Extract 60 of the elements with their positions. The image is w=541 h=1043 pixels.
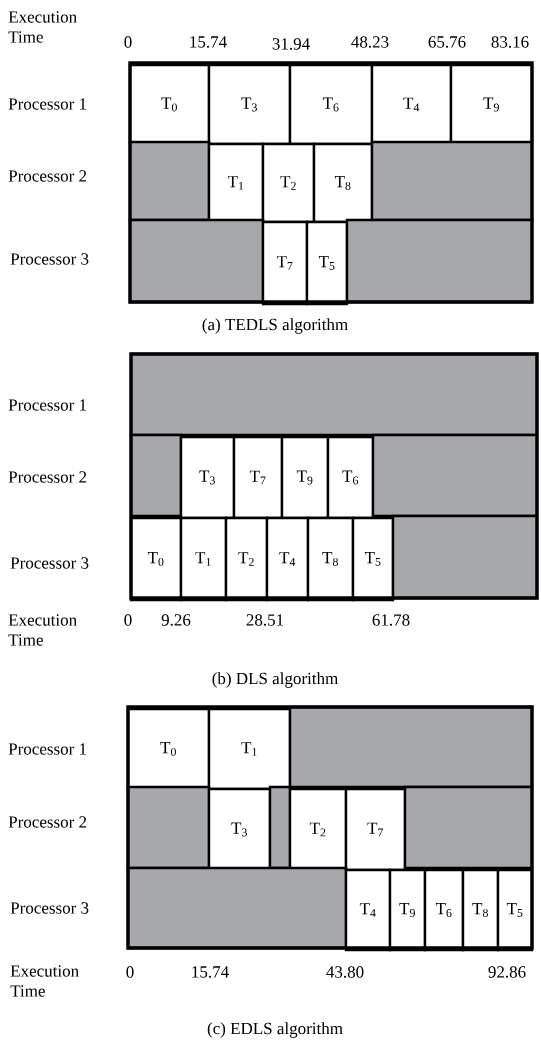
processor-label: Processor 1 [8,399,87,411]
task-box: T$_{7}$ [261,220,309,306]
task-box: T$_{5}$ [305,220,349,306]
processor-label: Processor 3 [10,253,89,265]
tick-label: 48.23 [351,36,389,48]
processor-label: Processor 1 [8,743,87,755]
task-box: T$_{9}$ [388,868,427,952]
tick-label: 92.86 [488,966,526,978]
task-box: T$_{3}$ [179,435,236,520]
task-box: T$_{4}$ [265,516,310,602]
task-box: T$_{6}$ [423,868,465,952]
task-box: T$_{6}$ [288,63,374,146]
task-box: T$_{8}$ [306,516,355,602]
tick-label: 28.51 [246,614,284,626]
task-box: T$_{5}$ [351,516,395,602]
task-box: T$_{2}$ [261,142,316,224]
task-box: T$_{2}$ [224,516,269,602]
axis-label: Execution Time [8,11,77,43]
task-box: T$_{8}$ [312,142,374,224]
task-box: T$_{3}$ [207,787,272,872]
task-box: T$_{5}$ [496,868,534,952]
task-box: T$_{0}$ [129,516,183,602]
task-box: T$_{4}$ [344,868,392,952]
processor-label: Processor 2 [8,170,87,182]
axis-label: Execution Time [8,614,77,646]
tick-label: 15.74 [192,966,229,978]
task-box: T$_{6}$ [326,435,375,520]
tick-label: 43.80 [326,966,364,978]
tick-label: 0 [126,966,134,978]
caption: (b) DLS algorithm [212,672,338,688]
task-box: T$_{0}$ [126,707,211,791]
task-box: T$_{1}$ [207,142,265,224]
task-box: T$_{0}$ [128,63,211,146]
tick-label: 15.74 [190,36,227,48]
caption: (c) EDLS algorithm [207,1022,343,1038]
axis-label: Execution Time [10,965,79,997]
tick-label: 0 [124,614,132,626]
processor-label: Processor 1 [8,98,87,110]
processor-label: Processor 2 [8,816,87,828]
task-box: T$_{1}$ [207,707,292,791]
task-box: T$_{3}$ [207,63,292,146]
task-box: T$_{7}$ [232,435,284,520]
task-box: T$_{7}$ [344,787,407,872]
processor-label: Processor 3 [10,557,89,569]
caption: (a) TEDLS algorithm [202,318,348,334]
task-box: T$_{2}$ [288,787,348,872]
tick-label: 0 [124,36,132,48]
task-box: T$_{4}$ [370,63,453,146]
task-box: T$_{8}$ [461,868,500,952]
processor-label: Processor 2 [8,471,87,483]
tick-label: 65.76 [428,36,466,48]
processor-label: Processor 3 [10,902,89,914]
tick-label: 83.16 [491,36,529,48]
tick-label: 9.26 [161,614,191,626]
tick-label: 31.94 [272,38,310,50]
task-box: T$_{1}$ [179,516,228,602]
tick-label: 61.78 [372,614,410,626]
task-box: T$_{9}$ [280,435,330,520]
task-box: T$_{9}$ [449,63,534,146]
idle-block [268,785,292,870]
